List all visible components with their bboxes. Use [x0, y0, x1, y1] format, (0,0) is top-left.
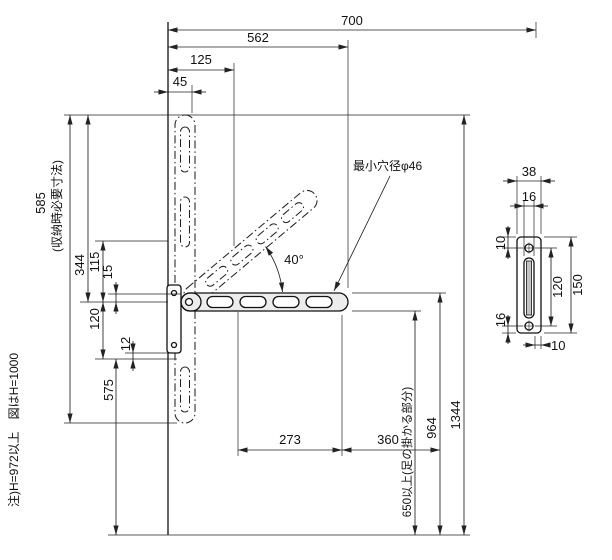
side-view: 38 16 10 16 120 150 10	[493, 164, 585, 353]
dim-650-label: 650以上(足の掛かる部分)	[400, 387, 414, 518]
side-dim-38-label: 38	[522, 164, 536, 179]
dim-273-label: 273	[279, 432, 301, 447]
main-view	[166, 22, 349, 535]
mounting-height-note: 注)H=972以上 図はH=1000	[6, 353, 21, 507]
side-screw-hole-bottom	[523, 320, 535, 332]
side-dim-10-top-label: 10	[493, 236, 508, 250]
angle-arc	[265, 246, 285, 293]
dim-1344-label: 1344	[448, 401, 463, 430]
dim-45-label: 45	[173, 74, 187, 89]
dim-585-label: 585	[33, 192, 48, 214]
dim-344-label: 344	[72, 254, 87, 276]
side-dim-16-bottom-label: 16	[493, 313, 508, 327]
pivot-bolt	[184, 297, 194, 307]
raised-arm-outline	[183, 189, 318, 307]
dim-575-label: 575	[101, 379, 116, 401]
mounting-plate	[166, 284, 182, 354]
dim-15-label: 15	[100, 265, 115, 279]
dim-12-label: 12	[118, 337, 133, 351]
dim-120-label: 120	[87, 308, 102, 330]
side-dim-150-label: 150	[570, 274, 585, 296]
side-dim-120-label: 120	[550, 276, 565, 298]
side-view-dimensions	[502, 176, 577, 349]
side-dim-16-top-label: 16	[522, 189, 536, 204]
side-screw-hole-top	[523, 242, 535, 254]
side-dim-10-bottom-label: 10	[551, 338, 565, 353]
min-hole-leader	[333, 175, 391, 292]
dim-360-label: 360	[377, 432, 399, 447]
dimension-extension-lines	[64, 22, 537, 536]
dim-115-label: 115	[87, 252, 102, 273]
min-hole-label: 最小穴径φ46	[353, 158, 422, 173]
arm-horizontal	[180, 292, 349, 312]
dim-125-label: 125	[190, 52, 212, 67]
dim-964-label: 964	[424, 417, 439, 439]
stored-arm-outline	[174, 114, 196, 424]
dim-562-label: 562	[247, 30, 269, 45]
dimension-lines-main	[67, 27, 536, 535]
dim-700-label: 700	[341, 13, 363, 28]
dim-585-note-label: (収納時必要寸法)	[50, 160, 64, 252]
angle-40-label: 40°	[284, 252, 304, 267]
side-arm-section	[526, 260, 532, 316]
